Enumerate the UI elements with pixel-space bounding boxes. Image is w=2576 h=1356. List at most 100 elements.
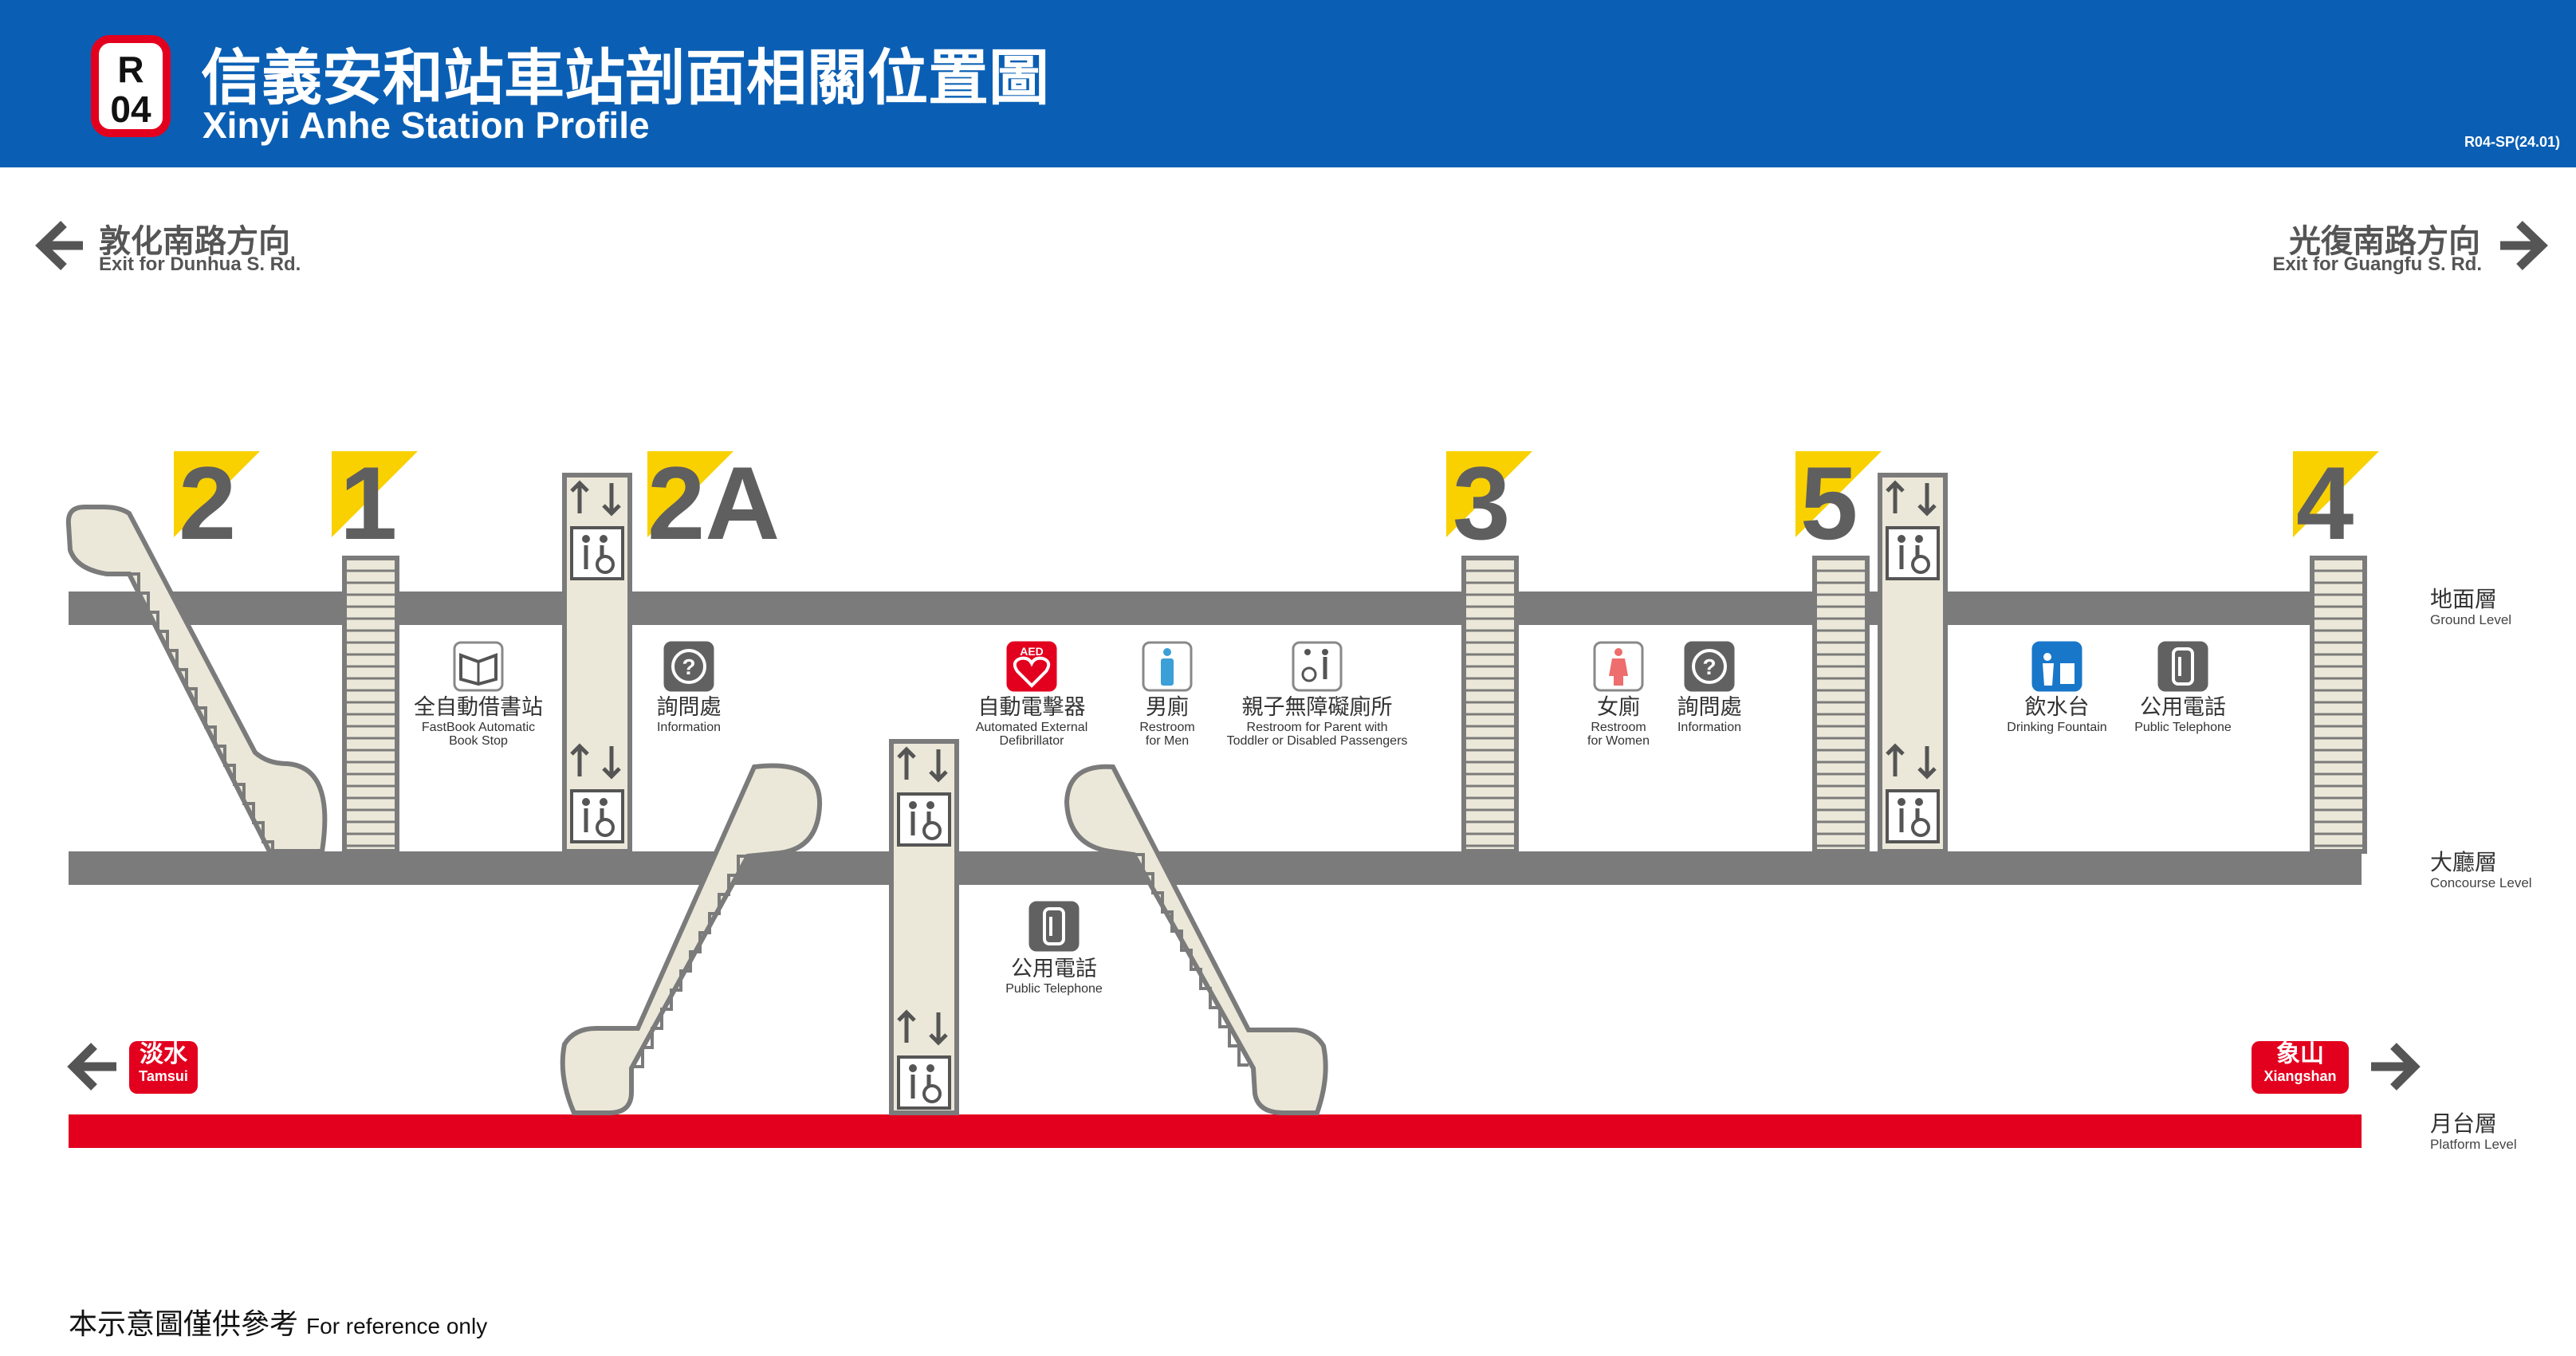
header-bar <box>0 0 2576 167</box>
facility-label: 詢問處 <box>656 695 722 720</box>
exit-number-2a: 2A <box>647 445 781 561</box>
platform-right-arrow <box>2371 1043 2421 1091</box>
stair-exit-3 <box>1461 556 1519 854</box>
platform-left-arrow <box>67 1043 116 1091</box>
right-direction-zh: 光復南路方向 <box>2289 223 2480 260</box>
exit-1-flag <box>332 451 418 537</box>
stair-exit-4 <box>2310 556 2367 854</box>
concourse-level-label-en: Concourse Level <box>2430 875 2532 890</box>
ground-level-floor <box>69 592 2362 625</box>
exit-number-2: 2 <box>179 445 237 561</box>
facility-label-en: Information <box>1677 721 1742 734</box>
telephone-icon <box>1028 901 1080 952</box>
facility-label: 親子無障礙廁所 <box>1241 695 1393 720</box>
facility-label-en: Restroom <box>1139 721 1195 734</box>
page-subtitle: Xinyi Anhe Station Profile <box>203 104 650 146</box>
facility-label: 公用電話 <box>2139 695 2226 720</box>
escalator-concourse-platform-right <box>1064 764 1328 1115</box>
facility-label-en: Public Telephone <box>1005 982 1103 996</box>
facility-information-2: 詢問處 Information <box>1677 695 1742 734</box>
exit-2a-flag <box>647 451 733 537</box>
facility-label-en: Restroom for Parent with <box>1246 721 1388 734</box>
facility-aed: 自動電擊器 Automated External Defibrillator <box>976 695 1088 748</box>
footer-note-en: For reference only <box>306 1314 488 1338</box>
exit-number-3: 3 <box>1453 445 1511 561</box>
facility-label: 自動電擊器 <box>977 695 1086 720</box>
facility-label-en: for Women <box>1587 734 1650 748</box>
facility-label: 詢問處 <box>1677 695 1742 720</box>
staircases <box>342 556 2367 854</box>
exit-number-4: 4 <box>2296 445 2354 561</box>
left-direction-zh: 敦化南路方向 <box>99 223 290 260</box>
escalator-exit-2 <box>65 505 328 854</box>
elevator-icon <box>1886 743 1940 843</box>
facility-label-en: Toddler or Disabled Passengers <box>1226 734 1408 748</box>
left-direction-en: Exit for Dunhua S. Rd. <box>99 254 301 275</box>
women-restroom-icon <box>1593 641 1644 692</box>
aed-icon: AED <box>1006 641 1057 692</box>
question-icon: ? <box>663 641 714 692</box>
facility-label-en: Drinking Fountain <box>2007 721 2107 734</box>
exit-3-flag <box>1446 451 1532 537</box>
right-direction-arrow <box>2500 221 2548 270</box>
facility-telephone-concourse: 公用電話 Public Telephone <box>1005 957 1103 996</box>
right-direction-en: Exit for Guangfu S. Rd. <box>2272 254 2482 275</box>
facility-label-en: Information <box>656 721 722 734</box>
elevator-icon <box>570 480 624 580</box>
facility-label-en: for Men <box>1145 734 1190 748</box>
exit-flags <box>174 451 2379 537</box>
ground-level-label-en: Ground Level <box>2430 612 2512 627</box>
exit-4-flag <box>2293 451 2379 537</box>
facility-men-restroom: 男廁 Restroom for Men <box>1139 695 1194 748</box>
exit-number-5: 5 <box>1800 445 1858 561</box>
terminal-label-en: Tamsui <box>139 1068 188 1084</box>
drinking-fountain-icon <box>2031 641 2082 692</box>
page-title: 信義安和站車站剖面相關位置圖 <box>201 42 1049 113</box>
question-icon: ? <box>1684 641 1735 692</box>
family-restroom-icon <box>1292 641 1343 692</box>
facility-label-en: FastBook Automatic <box>421 721 536 734</box>
footer-note-zh: 本示意圖僅供參考 <box>69 1308 299 1341</box>
facility-icons: ? AED? <box>453 641 2208 952</box>
platform-level-track <box>69 1114 2362 1148</box>
concourse-level-label: 大廳層 <box>2430 849 2498 875</box>
terminal-label: 淡水 <box>140 1040 187 1068</box>
terminal-tamsui: 淡水 Tamsui <box>129 1041 198 1094</box>
elevator-icon <box>897 746 951 847</box>
terminal-label: 象山 <box>2276 1040 2324 1068</box>
facility-label-en: Automated External <box>975 721 1088 734</box>
facility-label: 男廁 <box>1145 695 1189 720</box>
footer-note: 本示意圖僅供參考 For reference only <box>69 1301 487 1342</box>
facility-label-en: Defibrillator <box>999 734 1064 748</box>
badge-line: R <box>117 49 144 90</box>
facility-label: 公用電話 <box>1010 957 1097 981</box>
elevator-icon <box>570 743 624 843</box>
escalator-concourse-platform-left <box>560 763 823 1115</box>
book-icon <box>453 641 504 692</box>
aed-label: AED <box>1020 645 1044 658</box>
facility-label-en: Public Telephone <box>2134 721 2232 734</box>
badge-number: 04 <box>110 88 151 130</box>
facility-label: 飲水台 <box>2024 695 2090 720</box>
facility-label: 女廁 <box>1596 695 1640 720</box>
svg-text:?: ? <box>1702 654 1716 679</box>
facility-fastbook: 全自動借書站 FastBook Automatic Book Stop <box>414 695 543 748</box>
facility-label-en: Book Stop <box>449 734 508 748</box>
telephone-icon <box>2157 641 2208 692</box>
men-restroom-icon <box>1142 641 1193 692</box>
elevator-icons <box>570 480 1940 1110</box>
stair-exit-1 <box>342 556 399 854</box>
diagram-code: R04-SP(24.01) <box>2464 134 2560 150</box>
exit-5-flag <box>1795 451 1882 537</box>
ground-level-label: 地面層 <box>2430 586 2498 612</box>
stair-exit-5 <box>1812 556 1870 854</box>
exit-number-1: 1 <box>340 445 398 561</box>
terminal-xiangshan: 象山 Xiangshan <box>2252 1041 2349 1094</box>
line-badge: R 04 <box>91 35 171 137</box>
facility-information-1: 詢問處 Information <box>657 695 722 734</box>
left-direction-arrow <box>35 221 83 270</box>
facility-telephone-ground: 公用電話 Public Telephone <box>2134 695 2232 734</box>
elevator-icon <box>897 1009 951 1110</box>
